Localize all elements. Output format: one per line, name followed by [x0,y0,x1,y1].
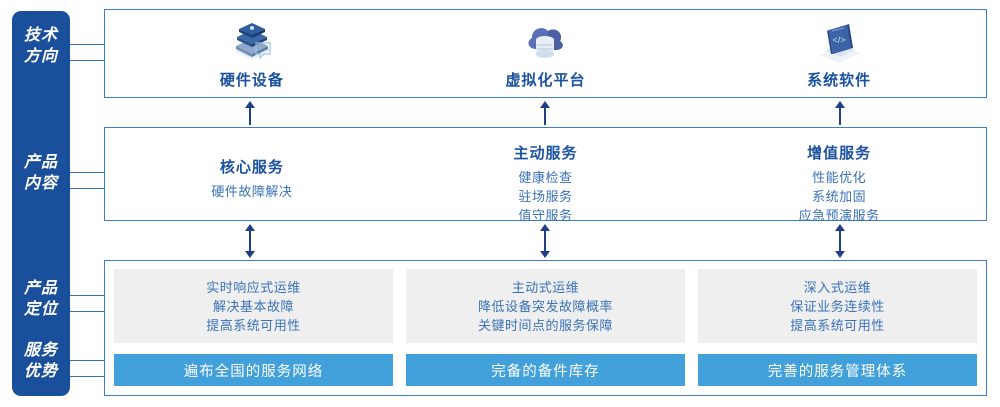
arrow-head-down-icon [835,251,845,258]
connector-content-2 [58,188,105,189]
positioning-line: 深入式运维 [803,280,872,296]
arrow-content-to-bottom-2 [538,224,552,258]
content-item: 值守服务 [518,208,573,223]
content-item: 健康检查 [518,170,573,185]
content-item: 硬件故障解决 [211,184,293,199]
content-column-value-added-service[interactable]: 增值服务 性能优化 系统加固 应急预演服务 [692,128,986,223]
connector-advantage-1 [58,360,105,361]
tech-label-virtualization: 虚拟化平台 [505,72,586,89]
code-laptop-icon: </> [811,17,867,67]
connector-advantage-2 [58,376,105,377]
rail-label-tech-direction[interactable]: 技术 方向 [23,27,58,65]
arrow-head-up-icon [835,224,845,231]
positioning-line: 保证业务连续性 [790,299,885,315]
product-content-panel: 核心服务 硬件故障解决 主动服务 健康检查 驻场服务 值守服务 增值服务 性能优… [104,127,987,223]
tech-column-system-software[interactable]: </> 系统软件 [692,10,986,97]
arrow-head-up-icon [245,101,255,108]
connector-tech-1 [58,44,105,45]
positioning-line: 实时响应式运维 [206,280,301,296]
content-title-core-service: 核心服务 [219,159,284,176]
content-column-core-service[interactable]: 核心服务 硬件故障解决 [105,128,399,220]
positioning-line: 提高系统可用性 [790,318,885,334]
positioning-card-2[interactable]: 主动式运维 降低设备突发故障概率 关键时间点的服务保障 [406,269,685,344]
content-column-active-service[interactable]: 主动服务 健康检查 驻场服务 值守服务 [399,128,693,223]
server-stack-icon [224,17,280,67]
connector-position-2 [58,311,105,312]
tech-column-hardware[interactable]: 硬件设备 [105,10,399,97]
positioning-line: 关键时间点的服务保障 [477,318,613,334]
cloud-database-icon [518,17,574,67]
advantage-bar-1[interactable]: 遍布全国的服务网络 [114,354,393,386]
connector-content-1 [58,172,105,173]
positioning-advantage-panel: 实时响应式运维 解决基本故障 提高系统可用性 遍布全国的服务网络 主动式运维 降… [104,260,987,396]
svg-text:</>: </> [833,35,846,45]
positioning-line: 提高系统可用性 [206,318,301,334]
content-item: 应急预演服务 [798,208,880,223]
arrow-tech-to-content-1 [243,101,257,125]
category-rail [12,11,70,396]
positioning-line: 解决基本故障 [212,299,294,315]
rail-label-product-content[interactable]: 产品 内容 [23,154,58,192]
content-title-value-added-service: 增值服务 [807,145,872,162]
positioning-line: 主动式运维 [511,280,580,296]
tech-column-virtualization[interactable]: 虚拟化平台 [399,10,693,97]
arrow-head-down-icon [245,251,255,258]
rail-label-service-advantage[interactable]: 服务 优势 [23,342,58,380]
content-item: 驻场服务 [518,189,573,204]
content-title-active-service: 主动服务 [513,145,578,162]
positioning-card-3[interactable]: 深入式运维 保证业务连续性 提高系统可用性 [698,269,977,344]
connector-position-1 [58,295,105,296]
tech-label-system-software: 系统软件 [807,72,872,89]
content-item: 性能优化 [812,170,867,185]
arrow-head-down-icon [540,251,550,258]
positioning-card-1[interactable]: 实时响应式运维 解决基本故障 提高系统可用性 [114,269,393,344]
advantage-bar-2[interactable]: 完备的备件库存 [406,354,685,386]
content-item: 系统加固 [812,189,867,204]
bottom-column-3: 深入式运维 保证业务连续性 提高系统可用性 完善的服务管理体系 [698,269,977,386]
advantage-bar-3[interactable]: 完善的服务管理体系 [698,354,977,386]
tech-label-hardware: 硬件设备 [219,72,284,89]
arrow-head-up-icon [540,101,550,108]
positioning-line: 降低设备突发故障概率 [477,299,613,315]
bottom-column-1: 实时响应式运维 解决基本故障 提高系统可用性 遍布全国的服务网络 [114,269,393,386]
arrow-content-to-bottom-3 [833,224,847,258]
arrow-head-up-icon [835,101,845,108]
bottom-column-2: 主动式运维 降低设备突发故障概率 关键时间点的服务保障 完备的备件库存 [406,269,685,386]
arrow-content-to-bottom-1 [243,224,257,258]
arrow-head-up-icon [540,224,550,231]
tech-direction-panel: 硬件设备 虚拟化平台 [104,9,987,98]
arrow-tech-to-content-3 [833,101,847,125]
arrow-head-up-icon [245,224,255,231]
arrow-tech-to-content-2 [538,101,552,125]
connector-tech-2 [58,60,105,61]
rail-label-product-position[interactable]: 产品 定位 [23,280,58,318]
